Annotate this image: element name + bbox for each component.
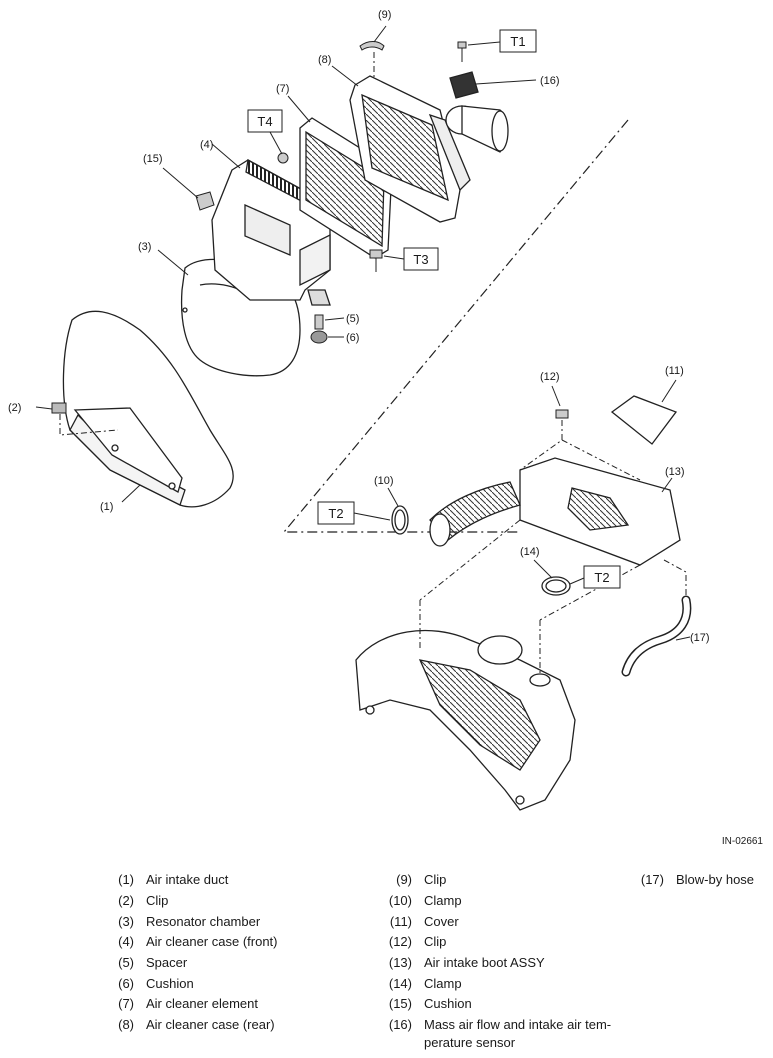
callout-14: (14) <box>520 546 540 558</box>
legend-item: (4)Air cleaner case (front) <box>118 934 278 949</box>
callout-4: (4) <box>200 139 213 151</box>
callout-13: (13) <box>665 466 685 478</box>
legend-item: (16)Mass air flow and intake air tem- <box>388 1017 612 1032</box>
callout-5: (5) <box>346 313 359 325</box>
callout-2: (2) <box>8 402 21 414</box>
clip-2-shape <box>51 402 67 414</box>
legend-item: (17)Blow-by hose <box>640 872 755 887</box>
leader-16 <box>475 79 537 85</box>
callout-6: (6) <box>346 332 359 344</box>
callout-17: (17) <box>690 632 710 644</box>
cover-11 <box>610 395 678 445</box>
legend-item: (13)Air intake boot ASSY <box>388 955 545 970</box>
legend-item: (9)Clip <box>396 872 447 887</box>
callout-8: (8) <box>318 54 331 66</box>
torque-box-t2-right: T2 <box>583 565 621 589</box>
exploded-parts-diagram: T1 T4 T3 T2 T2 (1) (2) (3) (4) (5) (6) (… <box>8 9 710 811</box>
torque-box-t3: T3 <box>403 247 439 271</box>
hose-guide <box>663 559 687 598</box>
leader-17 <box>675 636 691 641</box>
legend-item: (7)Air cleaner element <box>118 996 258 1011</box>
spacer-5 <box>314 314 324 330</box>
svg-text:T2: T2 <box>328 506 343 521</box>
mass-air-flow-sensor <box>445 71 509 153</box>
leader-8 <box>331 65 359 87</box>
callout-9: (9) <box>378 9 391 21</box>
clamp-10 <box>391 505 409 535</box>
leader-12 <box>551 385 561 407</box>
blow-by-hose-inner <box>623 597 690 675</box>
leader-13 <box>661 477 673 493</box>
manifold-guide-boot-b <box>539 564 641 621</box>
leader-3 <box>157 249 189 276</box>
legend-item: (11)Cover <box>389 914 459 929</box>
callout-7: (7) <box>276 83 289 95</box>
cushion-15 <box>195 191 215 211</box>
leader-4 <box>211 143 241 169</box>
callout-12: (12) <box>540 371 560 383</box>
intake-manifold <box>355 629 576 811</box>
t1-leader <box>467 41 501 46</box>
clip-9-shape <box>359 41 385 51</box>
callout-15: (15) <box>143 153 163 165</box>
svg-text:T2: T2 <box>594 570 609 585</box>
leader-11 <box>661 379 677 403</box>
torque-box-t2-left: T2 <box>317 501 355 525</box>
callout-11: (11) <box>665 365 684 377</box>
air-cleaner-element <box>299 117 393 259</box>
callout-16: (16) <box>540 75 560 87</box>
clip-12-guide-b <box>561 439 641 481</box>
cushion-6 <box>310 330 328 344</box>
legend-item: (8)Air cleaner case (rear) <box>118 1017 275 1032</box>
leader-2 <box>35 406 53 410</box>
legend-item: (10)Clamp <box>388 893 462 908</box>
clip-12-shape <box>555 409 569 419</box>
leader-14 <box>533 559 553 579</box>
legend-item: (6)Cushion <box>118 976 194 991</box>
torque-box-t4: T4 <box>247 109 283 133</box>
t2-left-leader <box>353 512 391 521</box>
t4-leader <box>269 131 283 155</box>
figure-id: IN-02661 <box>721 836 763 847</box>
air-intake-boot-assy <box>429 457 681 566</box>
t3-leader <box>383 255 405 260</box>
legend-item: (5)Spacer <box>118 955 188 970</box>
callout-labels: (1) (2) (3) (4) (5) (6) (7) (8) (9) (10)… <box>8 9 710 644</box>
legend-item: (15)Cushion <box>388 996 472 1011</box>
t3-bolt <box>369 249 383 272</box>
leader-9 <box>373 25 387 43</box>
t2-right-leader <box>569 577 585 585</box>
clip-2-guide <box>59 414 119 436</box>
leader-7 <box>287 95 311 123</box>
air-intake-duct <box>62 310 234 508</box>
callout-10: (10) <box>374 475 394 487</box>
legend-item: (2)Clip <box>118 893 169 908</box>
t1-screw <box>457 41 467 62</box>
svg-text:T3: T3 <box>413 252 428 267</box>
air-cleaner-case-rear <box>349 75 471 223</box>
torque-box-t1: T1 <box>499 29 537 53</box>
legend-item: (12)Clip <box>388 934 447 949</box>
legend-item-continuation: perature sensor <box>424 1035 516 1050</box>
blow-by-hose <box>621 595 692 677</box>
t4-nut <box>277 152 289 164</box>
svg-text:T4: T4 <box>257 114 272 129</box>
leader-10 <box>387 487 399 507</box>
leader-15 <box>162 167 199 199</box>
callout-1: (1) <box>100 501 113 513</box>
leader-1 <box>121 484 141 503</box>
legend-item: (14)Clamp <box>388 976 462 991</box>
legend-item: (1)Air intake duct <box>118 872 229 887</box>
callout-3: (3) <box>138 241 151 253</box>
legend-item: (3)Resonator chamber <box>118 914 261 929</box>
svg-text:T1: T1 <box>510 34 525 49</box>
leader-5 <box>324 317 345 321</box>
clamp-14 <box>541 576 571 596</box>
